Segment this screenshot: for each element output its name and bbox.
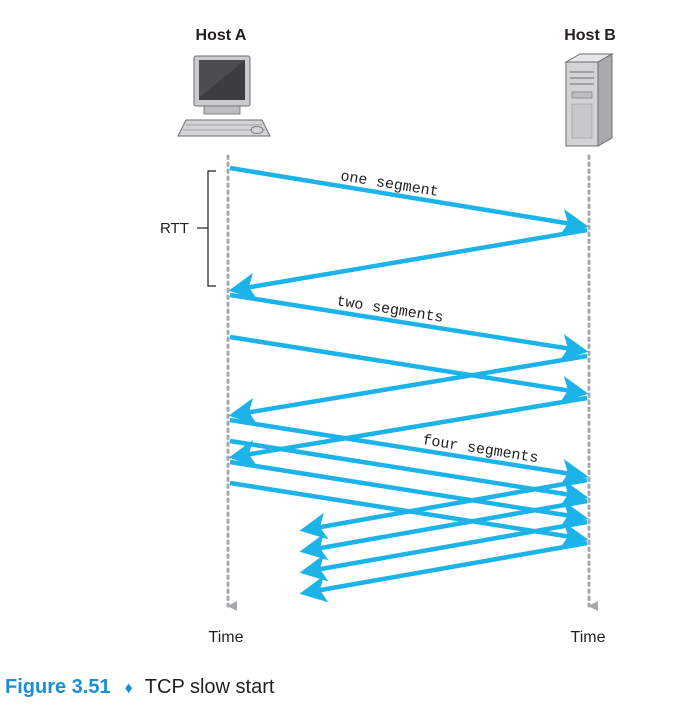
ack-arrow-round3-2 [299, 498, 588, 561]
segment-arrow-round3-1 [229, 417, 589, 486]
segment-arrow-round2-2 [229, 334, 589, 403]
figure-number: Figure 3.51 [5, 676, 111, 698]
ack-arrow-round3-1 [299, 477, 588, 540]
ack-arrow-round1-1 [228, 227, 588, 300]
ack-arrow-round2-1 [228, 353, 588, 425]
figure-caption: Figure 3.51 ♦ TCP slow start [5, 676, 274, 706]
ack-arrow-round3-4 [299, 540, 588, 603]
rtt-label: RTT [160, 220, 189, 237]
host-a-label: Host A [196, 27, 247, 44]
segment-arrow-round2-1 [229, 292, 589, 361]
ack-arrow-round2-2 [228, 395, 588, 467]
diagram-canvas: Host A Host B RTT [160, 27, 616, 646]
desktop-computer-icon [177, 55, 271, 137]
server-tower-icon [564, 53, 614, 147]
host-b-time-label: Time [571, 629, 606, 646]
host-b-label: Host B [564, 27, 616, 44]
four-segments-label: four segments [421, 432, 539, 467]
segment-arrow-round1-1 [229, 165, 589, 236]
diamond-separator-icon: ♦ [124, 680, 133, 697]
ack-arrow-round3-3 [299, 519, 588, 582]
figure-title: TCP slow start [144, 676, 275, 698]
host-a-time-label: Time [209, 629, 244, 646]
rtt-bracket [197, 170, 216, 287]
segment-arrow-round3-3 [229, 459, 589, 528]
segment-arrow-round3-2 [229, 438, 589, 507]
